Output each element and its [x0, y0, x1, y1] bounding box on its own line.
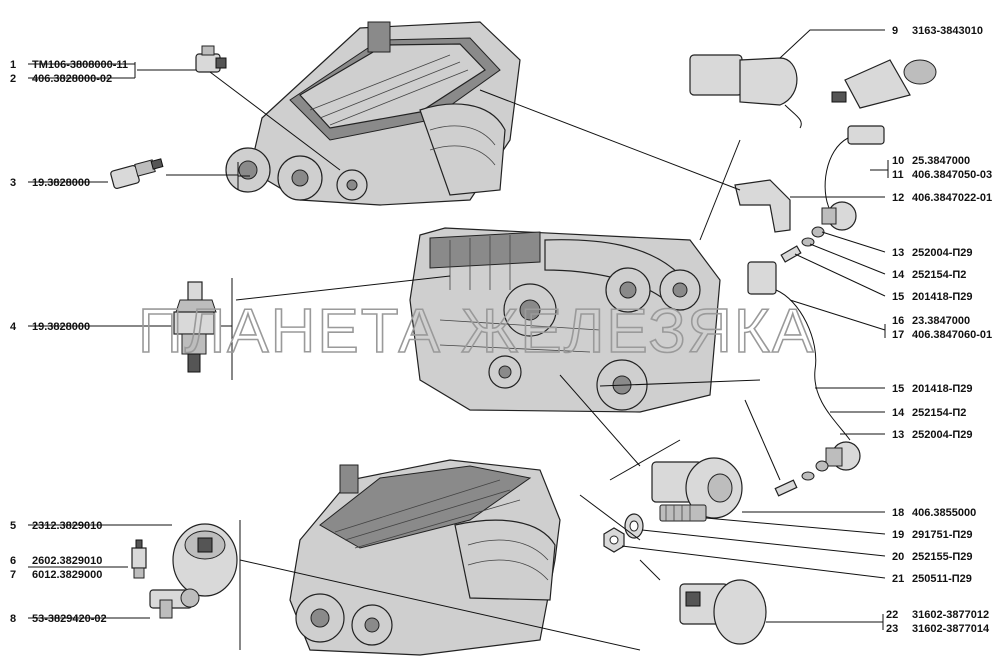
label-code-4: 19.3828000 [32, 321, 90, 333]
label-code-2: 406.3828000-02 [32, 73, 112, 85]
sensor-22-23-illustration [679, 579, 767, 645]
label-code-18: 406.3855000 [912, 507, 976, 519]
label-num-22: 22 [886, 609, 898, 621]
label-code-14b: 252154-П2 [912, 407, 966, 419]
label-code-22: 31602-3877012 [912, 609, 989, 621]
knock-sensor-18-illustration [651, 457, 743, 519]
label-num-15a: 15 [892, 291, 904, 303]
label-num-13a: 13 [892, 247, 904, 259]
adapter-8-illustration [149, 588, 200, 619]
label-num-7: 7 [10, 569, 16, 581]
label-code-17: 406.3847060-01 [912, 329, 992, 341]
label-code-6: 2602.3829010 [32, 555, 102, 567]
label-code-19: 291751-П29 [912, 529, 973, 541]
sensor-6-7-illustration [131, 539, 147, 579]
label-num-8: 8 [10, 613, 16, 625]
watermark: ПЛАНЕТА ЖЕЛЕЗЯКА [138, 297, 815, 366]
label-code-15a: 201418-П29 [912, 291, 973, 303]
sensor-10-11-illustration [821, 125, 885, 231]
oil-filter-5-illustration [172, 523, 238, 597]
engine-bottom-illustration [289, 459, 561, 656]
label-num-5: 5 [10, 520, 16, 532]
label-code-11: 406.3847050-03 [912, 169, 992, 181]
label-num-19: 19 [892, 529, 904, 541]
label-num-14a: 14 [892, 269, 905, 281]
label-code-3: 19.3828000 [32, 177, 90, 189]
sensor-1-2-illustration [195, 45, 227, 73]
label-num-21: 21 [892, 573, 904, 585]
label-num-15b: 15 [892, 383, 904, 395]
label-code-13b: 252004-П29 [912, 429, 973, 441]
label-num-10: 10 [892, 155, 904, 167]
leader-lines [28, 29, 889, 651]
bracket-12-illustration [734, 179, 791, 233]
label-num-18: 18 [892, 507, 904, 519]
label-code-8: 53-3829420-02 [32, 613, 107, 625]
engine-top-illustration [225, 21, 521, 206]
label-num-16: 16 [892, 315, 904, 327]
label-code-1: ТМ106-3808000-11 [32, 59, 128, 71]
sensor-3-illustration [110, 158, 164, 189]
stud-19-illustration [659, 504, 707, 522]
label-num-6: 6 [10, 555, 16, 567]
label-list: 1 ТМ106-3808000-11 2 406.3828000-02 3 19… [10, 25, 992, 635]
label-code-23: 31602-3877014 [912, 623, 990, 635]
engine-middle-illustration [409, 227, 721, 413]
label-num-4: 4 [10, 321, 17, 333]
label-num-17: 17 [892, 329, 904, 341]
nut-21-illustration [603, 527, 625, 553]
label-num-3: 3 [10, 177, 16, 189]
label-code-9: 3163-3843010 [912, 25, 983, 37]
label-code-10: 25.3847000 [912, 155, 970, 167]
sensor-9-illustration [689, 54, 937, 129]
label-num-13b: 13 [892, 429, 904, 441]
label-num-12: 12 [892, 192, 904, 204]
washer-20-illustration [624, 513, 644, 539]
label-code-5: 2312.3829010 [32, 520, 102, 532]
fasteners-13-15-lower-illustration [774, 460, 829, 497]
label-num-20: 20 [892, 551, 904, 563]
sensor-4-illustration [173, 281, 217, 373]
label-num-23: 23 [886, 623, 898, 635]
fasteners-13-15-upper-illustration [780, 226, 825, 263]
label-code-21: 250511-П29 [912, 573, 972, 585]
label-num-11: 11 [892, 169, 904, 181]
label-code-12: 406.3847022-01 [912, 192, 992, 204]
label-code-13a: 252004-П29 [912, 247, 973, 259]
label-code-16: 23.3847000 [912, 315, 970, 327]
label-code-14a: 252154-П2 [912, 269, 966, 281]
label-num-1: 1 [10, 59, 16, 71]
sensor-16-17-illustration [747, 261, 861, 471]
label-num-2: 2 [10, 73, 16, 85]
label-code-15b: 201418-П29 [912, 383, 973, 395]
label-code-7: 6012.3829000 [32, 569, 102, 581]
label-code-20: 252155-П29 [912, 551, 973, 563]
label-num-14b: 14 [892, 407, 905, 419]
label-num-9: 9 [892, 25, 898, 37]
